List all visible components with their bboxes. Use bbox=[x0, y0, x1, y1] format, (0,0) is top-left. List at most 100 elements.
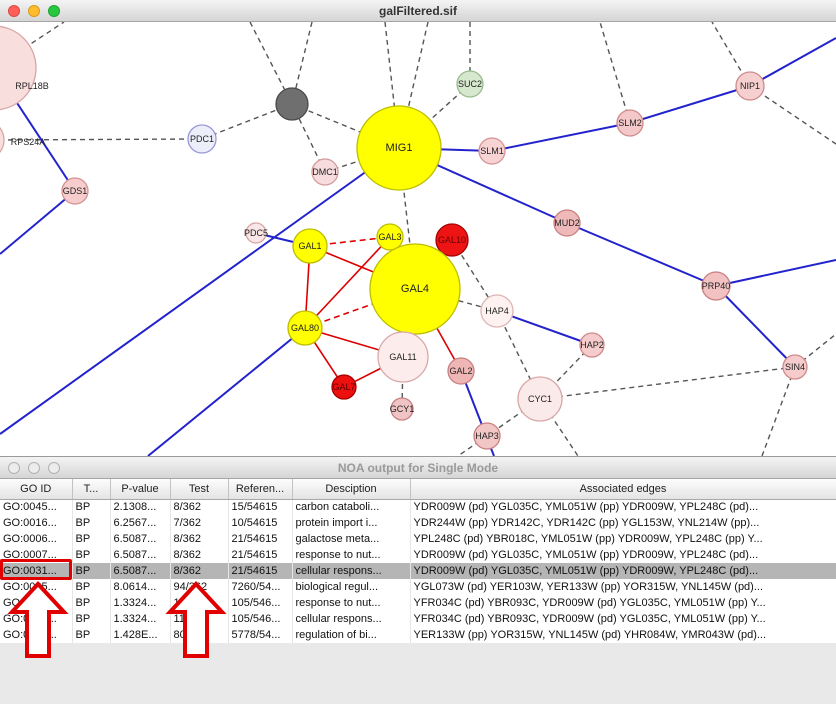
table-cell: BP bbox=[72, 579, 111, 595]
table-cell: biological regul... bbox=[292, 579, 411, 595]
node-gal3[interactable] bbox=[376, 223, 404, 251]
table-cell: regulation of bi... bbox=[292, 627, 411, 643]
node-gal10[interactable] bbox=[435, 223, 469, 257]
network-edge[interactable] bbox=[749, 37, 836, 87]
network-edge[interactable] bbox=[398, 22, 429, 149]
network-edge[interactable] bbox=[0, 190, 76, 255]
node-label-gal1: GAL1 bbox=[298, 241, 321, 251]
network-edge[interactable] bbox=[291, 103, 400, 149]
node-label-cyc1: CYC1 bbox=[528, 394, 552, 404]
node-rpl18b[interactable] bbox=[0, 25, 37, 111]
table-cell: GO:0031... bbox=[0, 563, 73, 579]
network-edge[interactable] bbox=[398, 83, 471, 149]
network-edge[interactable] bbox=[749, 85, 836, 145]
table-cell: GO:0031... bbox=[0, 611, 73, 627]
minimize-button[interactable] bbox=[28, 462, 40, 474]
network-edge[interactable] bbox=[539, 366, 796, 400]
network-edge[interactable] bbox=[0, 138, 203, 141]
column-header-go-id[interactable]: GO ID bbox=[0, 479, 73, 500]
table-cell: BP bbox=[72, 547, 111, 563]
network-edge[interactable] bbox=[201, 103, 293, 140]
table-cell: BP bbox=[72, 499, 111, 515]
network-edge[interactable] bbox=[384, 22, 400, 149]
node-slm1[interactable] bbox=[478, 137, 506, 165]
network-view[interactable]: RPL18BRPS24AGDS1PDC1DMC1MIG1SUC2SLM1SLM2… bbox=[0, 22, 836, 456]
node-suc2[interactable] bbox=[456, 70, 484, 98]
close-button[interactable] bbox=[8, 462, 20, 474]
column-header-associated-edges[interactable]: Associated edges bbox=[410, 479, 836, 500]
network-edge[interactable] bbox=[496, 310, 593, 346]
network-window-title: galFiltered.sif bbox=[378, 3, 458, 18]
table-cell: galactose meta... bbox=[292, 531, 411, 547]
zoom-button[interactable] bbox=[48, 462, 60, 474]
network-edge[interactable] bbox=[715, 259, 836, 287]
node-gal7[interactable] bbox=[331, 374, 357, 400]
node-gds1[interactable] bbox=[61, 177, 89, 205]
node-gal1[interactable] bbox=[292, 228, 328, 264]
network-edge[interactable] bbox=[761, 366, 796, 456]
node-prp40[interactable] bbox=[701, 271, 731, 301]
network-edge[interactable] bbox=[304, 236, 391, 329]
node-label-pdc1: PDC1 bbox=[190, 134, 214, 144]
network-edge[interactable] bbox=[715, 285, 796, 368]
node-gal4[interactable] bbox=[369, 243, 461, 335]
node-gal11[interactable] bbox=[377, 331, 429, 383]
node-label-gal11: GAL11 bbox=[389, 352, 416, 362]
column-header-p-value[interactable]: P-value bbox=[110, 479, 171, 500]
node-label-hap3: HAP3 bbox=[475, 431, 499, 441]
node-gcy1[interactable] bbox=[390, 397, 414, 421]
network-edge[interactable] bbox=[566, 222, 717, 287]
node-label-slm2: SLM2 bbox=[618, 118, 642, 128]
node-sin4[interactable] bbox=[782, 354, 808, 380]
network-edge[interactable] bbox=[491, 122, 631, 152]
node-label-pdc5: PDC5 bbox=[244, 228, 268, 238]
node-hap3[interactable] bbox=[473, 422, 501, 450]
close-button[interactable] bbox=[8, 5, 20, 17]
table-cell: cellular respons... bbox=[292, 611, 411, 627]
node-slm2[interactable] bbox=[616, 109, 644, 137]
node-gal2[interactable] bbox=[447, 357, 475, 385]
zoom-button[interactable] bbox=[48, 5, 60, 17]
node-label-nip1: NIP1 bbox=[740, 81, 760, 91]
node-pdc5[interactable] bbox=[245, 222, 267, 244]
table-cell: 6.5087... bbox=[110, 531, 171, 547]
column-header-test[interactable]: Test bbox=[170, 479, 229, 500]
node-rps24a[interactable] bbox=[0, 120, 5, 160]
node-gal80[interactable] bbox=[287, 310, 323, 346]
node-label-hap4: HAP4 bbox=[485, 306, 509, 316]
node-pdc1[interactable] bbox=[187, 124, 217, 154]
node-dmc1[interactable] bbox=[311, 158, 339, 186]
node-gray[interactable] bbox=[275, 87, 309, 121]
table-cell: 105/546... bbox=[228, 595, 293, 611]
column-header-t[interactable]: T... bbox=[72, 479, 111, 500]
column-header-referen[interactable]: Referen... bbox=[228, 479, 293, 500]
table-cell: BP bbox=[72, 627, 111, 643]
column-header-desciption[interactable]: Desciption bbox=[292, 479, 411, 500]
node-mud2[interactable] bbox=[553, 209, 581, 237]
network-edge[interactable] bbox=[147, 327, 306, 456]
node-hap2[interactable] bbox=[579, 332, 605, 358]
network-edge[interactable] bbox=[457, 435, 488, 456]
node-cyc1[interactable] bbox=[517, 376, 563, 422]
network-edge[interactable] bbox=[599, 22, 631, 124]
table-cell: YDR009W (pd) YGL035C, YML051W (pp) YDR00… bbox=[410, 563, 836, 579]
network-edge[interactable] bbox=[0, 147, 400, 435]
minimize-button[interactable] bbox=[28, 5, 40, 17]
node-hap4[interactable] bbox=[480, 294, 514, 328]
network-edge[interactable] bbox=[629, 85, 751, 124]
node-nip1[interactable] bbox=[735, 71, 765, 101]
node-mig1[interactable] bbox=[356, 105, 442, 191]
table-cell: BP bbox=[72, 595, 111, 611]
